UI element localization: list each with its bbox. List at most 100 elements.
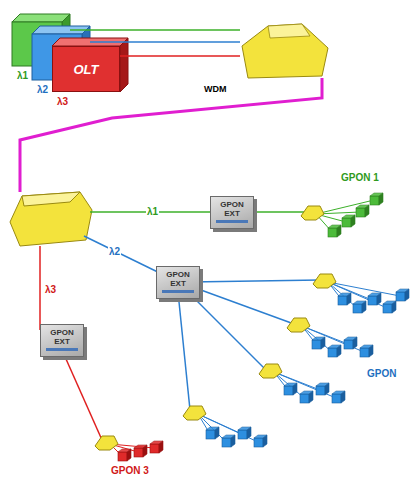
wavelength-label: λ2 bbox=[108, 246, 121, 258]
gpon-extender: GPON EXT bbox=[156, 266, 200, 299]
onu-side bbox=[365, 205, 369, 217]
onu-side bbox=[215, 427, 219, 439]
fiber-blue bbox=[190, 286, 294, 324]
drop-fiber bbox=[328, 282, 387, 308]
onu-side bbox=[325, 383, 329, 395]
olt-unit: OLT bbox=[52, 46, 120, 92]
onu-front bbox=[328, 228, 337, 237]
onu-front bbox=[222, 438, 231, 447]
port-strip bbox=[216, 220, 248, 223]
network-label: GPON bbox=[366, 368, 397, 380]
port-strip bbox=[162, 290, 194, 293]
olt-top bbox=[12, 14, 70, 22]
onu-side bbox=[247, 427, 251, 439]
splitter bbox=[301, 206, 324, 220]
onu-front bbox=[368, 296, 377, 305]
onu-front bbox=[300, 394, 309, 403]
onu-front bbox=[396, 292, 405, 301]
drop-fiber bbox=[198, 414, 258, 442]
onu-side bbox=[337, 225, 341, 237]
splitter bbox=[313, 274, 336, 288]
onu-side bbox=[405, 289, 409, 301]
node-text: WDM bbox=[204, 84, 227, 94]
onu-side bbox=[263, 435, 267, 447]
node-text: GPON EXT bbox=[162, 270, 194, 288]
fiber-red bbox=[39, 246, 41, 330]
onu-side bbox=[159, 441, 163, 453]
onu-front bbox=[344, 340, 353, 349]
onu-side bbox=[377, 293, 381, 305]
fiber-green bbox=[250, 211, 308, 213]
onu-side bbox=[293, 383, 297, 395]
onu-front bbox=[328, 348, 337, 357]
onu-group bbox=[95, 193, 409, 461]
onu-side bbox=[341, 391, 345, 403]
onu-side bbox=[231, 435, 235, 447]
port-strip bbox=[46, 348, 78, 351]
drop-fiber bbox=[302, 326, 364, 352]
wdm-demux-top bbox=[22, 192, 80, 206]
fiber-green bbox=[70, 29, 240, 31]
wavelength-label: λ1 bbox=[16, 70, 29, 82]
onu-front bbox=[312, 340, 321, 349]
onu-side bbox=[337, 345, 341, 357]
onu-front bbox=[118, 452, 127, 461]
wavelength-label: λ1 bbox=[146, 206, 159, 218]
trunk-fiber bbox=[20, 78, 322, 192]
splitter bbox=[183, 406, 206, 420]
drop-fiber bbox=[328, 282, 400, 296]
gpon-extender: GPON EXT bbox=[210, 196, 254, 229]
fiber-connector bbox=[120, 55, 240, 57]
wdm-top bbox=[268, 24, 310, 38]
drop-fiber bbox=[274, 372, 336, 398]
onu-side bbox=[127, 449, 131, 461]
splitter bbox=[95, 436, 118, 450]
onu-front bbox=[134, 448, 143, 457]
node-text: OLT bbox=[73, 62, 98, 77]
onu-front bbox=[238, 430, 247, 439]
onu-front bbox=[150, 444, 159, 453]
node-text: GPON EXT bbox=[46, 328, 78, 346]
wavelength-label: λ2 bbox=[36, 84, 49, 96]
fiber-blue bbox=[190, 280, 320, 282]
onu-front bbox=[356, 208, 365, 217]
wavelength-label: λ3 bbox=[44, 284, 57, 296]
gpon-extender: GPON EXT bbox=[40, 324, 84, 357]
onu-side bbox=[321, 337, 325, 349]
wdm-demux bbox=[10, 192, 92, 246]
fiber-red bbox=[62, 350, 102, 440]
wdm-mux: WDM bbox=[240, 22, 330, 80]
onu-front bbox=[338, 296, 347, 305]
wdm-shape bbox=[240, 22, 330, 80]
onu-side bbox=[143, 445, 147, 457]
onu-side bbox=[353, 337, 357, 349]
onu-side bbox=[392, 301, 396, 313]
onu-front bbox=[370, 196, 379, 205]
network-label: GPON 1 bbox=[340, 172, 380, 184]
onu-front bbox=[284, 386, 293, 395]
onu-side bbox=[347, 293, 351, 305]
onu-side bbox=[309, 391, 313, 403]
wavelength-label: λ3 bbox=[56, 96, 69, 108]
wdm-body bbox=[242, 24, 328, 78]
onu-front bbox=[254, 438, 263, 447]
fiber-blue bbox=[186, 290, 266, 370]
onu-front bbox=[360, 348, 369, 357]
network-label: GPON 3 bbox=[110, 465, 150, 477]
onu-front bbox=[353, 304, 362, 313]
onu-front bbox=[342, 218, 351, 227]
olt-side bbox=[120, 38, 128, 92]
splitter bbox=[287, 318, 310, 332]
node-text: GPON EXT bbox=[216, 200, 248, 218]
splitter bbox=[259, 364, 282, 378]
onu-front bbox=[383, 304, 392, 313]
onu-front bbox=[332, 394, 341, 403]
onu-front bbox=[316, 386, 325, 395]
fiber-blue bbox=[178, 292, 190, 410]
onu-side bbox=[379, 193, 383, 205]
fiber-blue bbox=[90, 41, 240, 43]
onu-side bbox=[351, 215, 355, 227]
onu-side bbox=[369, 345, 373, 357]
onu-side bbox=[362, 301, 366, 313]
